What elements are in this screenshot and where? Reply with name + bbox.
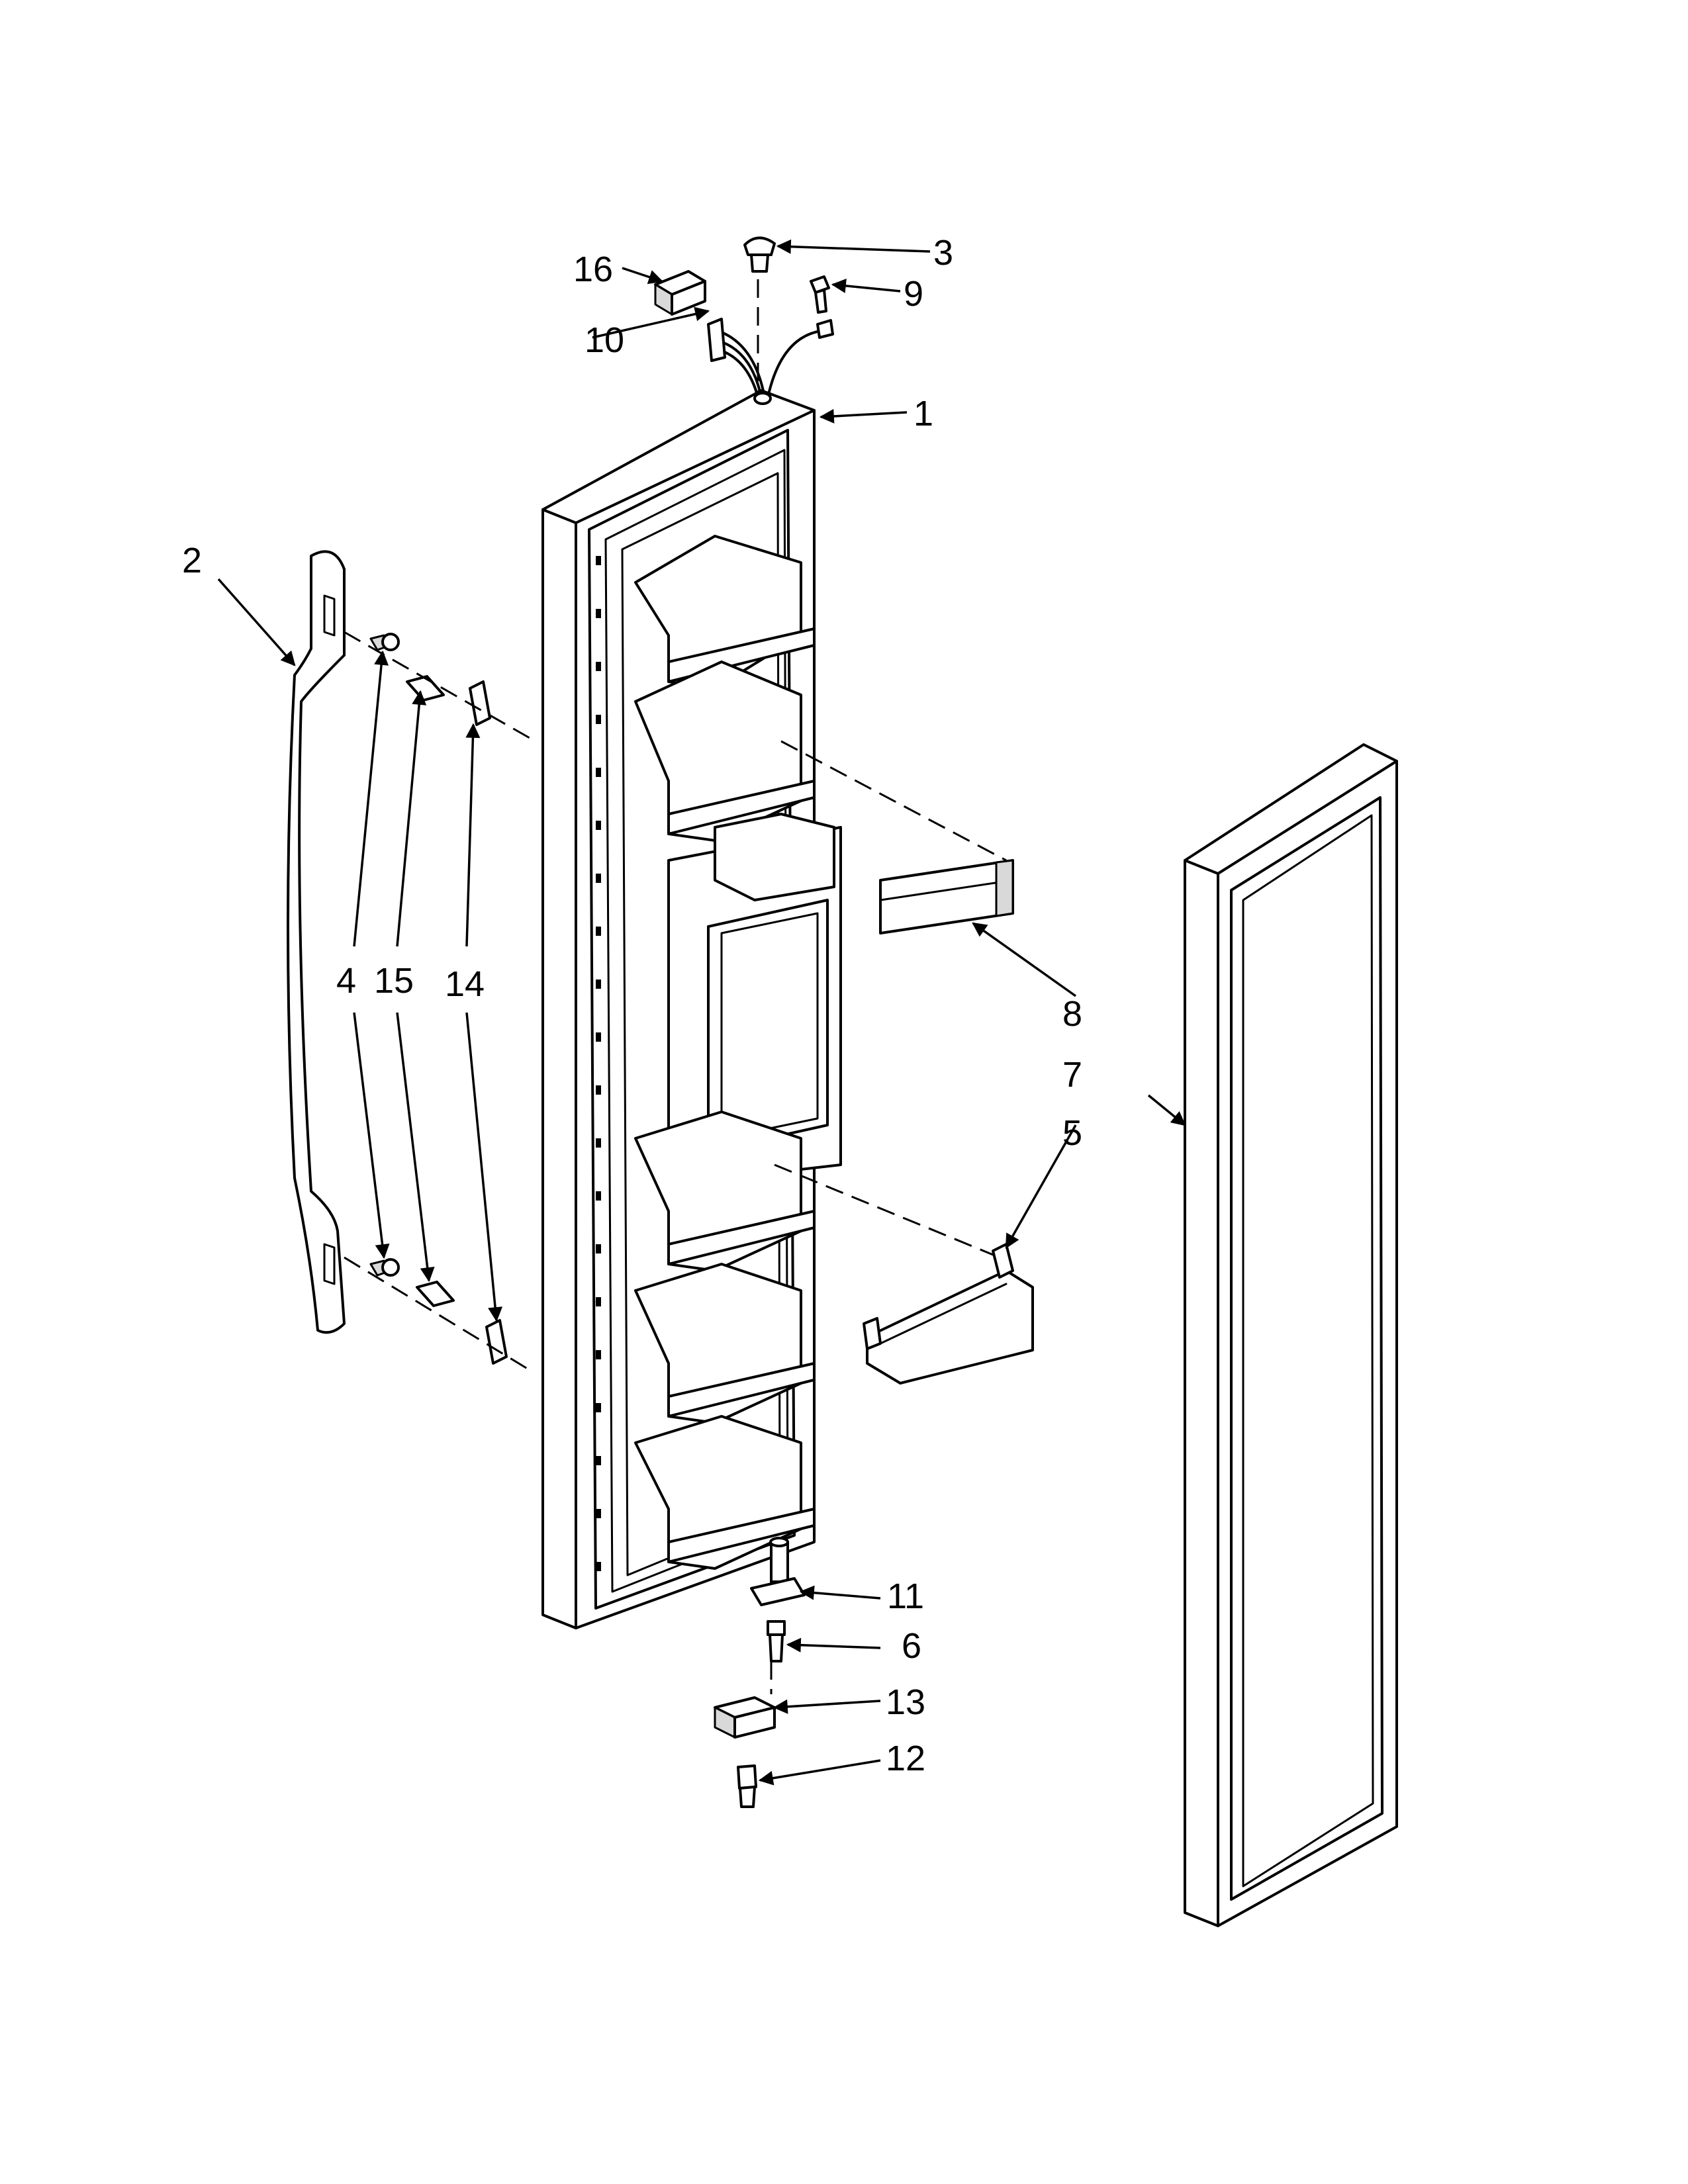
wire-harness-10 <box>707 318 834 405</box>
handle-screw-15 <box>406 675 455 1307</box>
handle-clip-14 <box>469 680 508 1365</box>
callout-4: 4 <box>336 961 356 1001</box>
leader-lines <box>217 239 1186 1786</box>
callout-3: 3 <box>933 233 953 273</box>
callout-14: 14 <box>445 964 485 1004</box>
callout-12: 12 <box>886 1739 925 1778</box>
screw-12 <box>737 1764 757 1808</box>
callout-1: 1 <box>914 394 933 433</box>
door-gasket-7 <box>1184 743 1398 1927</box>
handle-mounting-stud-4 <box>369 633 400 1277</box>
callout-16: 16 <box>573 250 613 289</box>
callout-8: 8 <box>1062 994 1082 1034</box>
callout-10: 10 <box>585 320 624 360</box>
callout-15: 15 <box>374 961 414 1001</box>
door-edge-fasteners <box>596 556 601 1571</box>
door-assembly <box>541 389 842 1629</box>
dispenser-trim-8 <box>879 859 1014 934</box>
callout-13: 13 <box>886 1682 925 1722</box>
callout-2: 2 <box>182 541 202 580</box>
plug-button-3 <box>743 236 776 273</box>
door-handle <box>287 550 346 1334</box>
callout-11: 11 <box>887 1576 924 1616</box>
hinge-bracket-13 <box>714 1696 776 1739</box>
callout-7: 7 <box>1062 1055 1082 1095</box>
callout-6: 6 <box>902 1626 921 1666</box>
callout-9: 9 <box>904 274 923 314</box>
door-bin-5 <box>863 1243 1034 1385</box>
screw-9 <box>810 275 830 314</box>
hinge-pin-11 <box>750 1537 806 1606</box>
screw-6 <box>767 1620 786 1662</box>
connector-block-16 <box>654 270 706 316</box>
callout-5: 5 <box>1062 1113 1082 1153</box>
